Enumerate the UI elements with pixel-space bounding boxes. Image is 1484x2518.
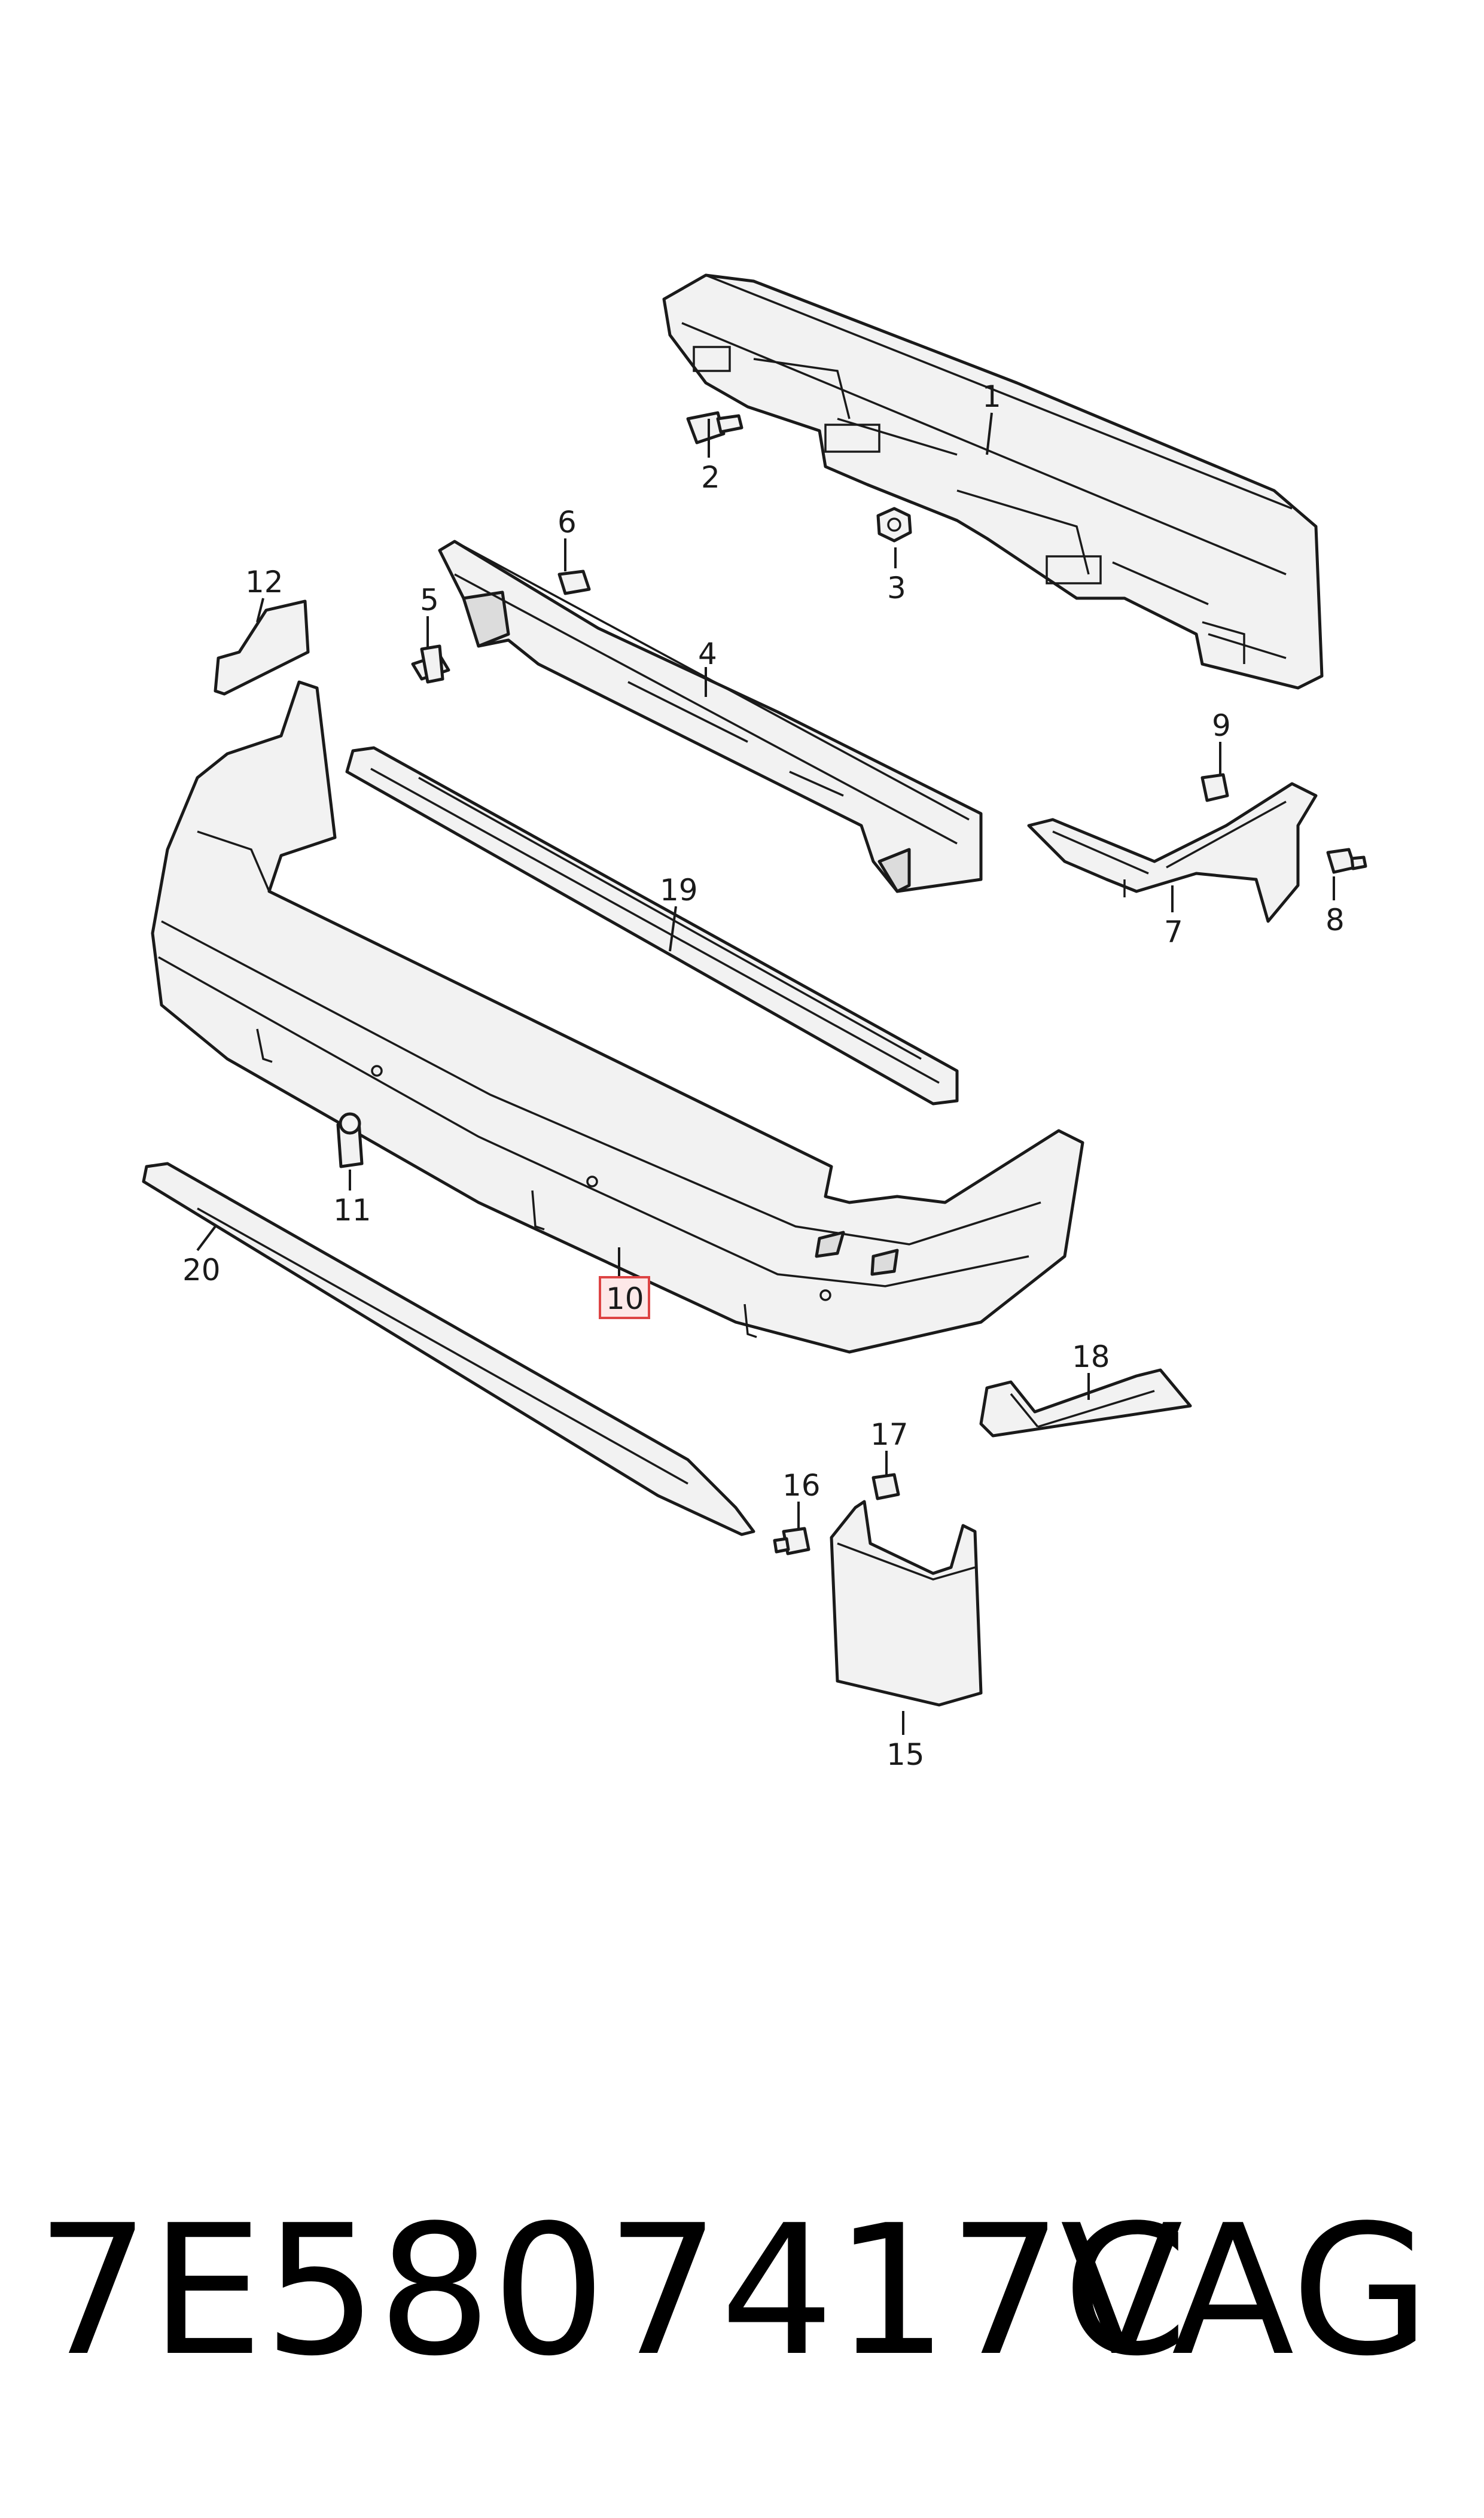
part-number: 7E5807417C xyxy=(36,2187,1188,2395)
screw-8 xyxy=(1326,848,1367,874)
callout-8: 8 xyxy=(1325,903,1345,937)
callout-18: 18 xyxy=(1072,1339,1110,1374)
callout-19: 19 xyxy=(660,873,698,908)
callout-10: 10 xyxy=(606,1281,644,1316)
callout-11: 11 xyxy=(333,1193,371,1228)
leader-lines xyxy=(196,412,1335,1735)
highlight-box-10 xyxy=(599,1276,650,1319)
screw-2 xyxy=(686,411,743,444)
callout-3: 3 xyxy=(887,571,906,605)
callout-4: 4 xyxy=(698,637,717,671)
callout-12: 12 xyxy=(245,565,284,599)
side-guide-bracket xyxy=(1027,782,1318,923)
spreader-nut-6 xyxy=(557,570,591,595)
mounting-bracket xyxy=(438,540,983,893)
spreader-nut-9 xyxy=(1200,773,1229,802)
cover-strip-19 xyxy=(345,746,959,1106)
callout-20: 20 xyxy=(182,1253,221,1287)
callout-5: 5 xyxy=(420,583,439,617)
callout-17: 17 xyxy=(870,1417,909,1452)
callout-2: 2 xyxy=(701,460,720,495)
callout-7: 7 xyxy=(1164,915,1183,949)
callout-15: 15 xyxy=(886,1737,925,1772)
callout-labels: 1 2 3 4 5 6 7 8 9 10 11 12 15 16 17 18 1… xyxy=(182,379,1345,1772)
lower-trim-panel xyxy=(142,1162,755,1536)
cover-plate-12 xyxy=(214,599,310,696)
screw-16 xyxy=(773,1527,810,1555)
clip-11 xyxy=(336,1112,364,1168)
bumper-cover xyxy=(151,680,1084,1354)
brand-label: VAG xyxy=(1060,2187,1430,2395)
nut-3 xyxy=(876,507,912,543)
bumper-reinforcement-beam xyxy=(662,273,1324,690)
callout-1: 1 xyxy=(982,379,1001,414)
mud-flap-15 xyxy=(830,1500,983,1707)
callout-16: 16 xyxy=(782,1468,821,1503)
clip-5 xyxy=(411,644,450,684)
callout-6: 6 xyxy=(557,505,577,540)
corner-trim-18 xyxy=(979,1368,1192,1438)
rivet-17 xyxy=(871,1473,900,1500)
callout-9: 9 xyxy=(1212,708,1231,743)
